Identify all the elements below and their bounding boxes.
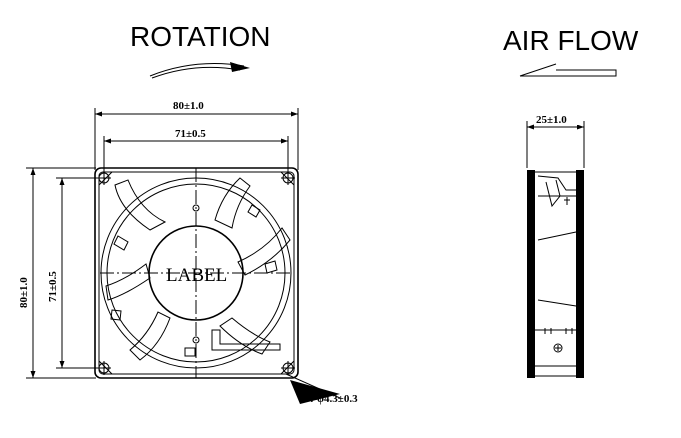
hole-diameter-callout: 4-φ4.3±0.3 (285, 373, 358, 405)
air-flow-heading: AIR FLOW (503, 25, 639, 56)
rotation-arrow-icon (149, 62, 250, 79)
mounting-hole-icon (97, 171, 295, 375)
hole-spacing-width-label: 71±0.5 (175, 128, 206, 140)
hole-spacing-height-label: 71±0.5 (47, 271, 59, 302)
fan-front-view: LABEL (94, 167, 299, 379)
width-dimension-80: 80±1.0 (94, 99, 299, 170)
hub-label: LABEL (166, 265, 227, 286)
height-dimension-71: 71±0.5 (47, 177, 104, 369)
hole-diameter-label: 4-φ4.3±0.3 (308, 393, 358, 405)
depth-label: 25±1.0 (536, 114, 567, 126)
fan-side-view (527, 170, 584, 378)
height-dimension-80: 80±1.0 (18, 167, 96, 379)
overall-width-label: 80±1.0 (173, 100, 204, 112)
rotation-heading: ROTATION (130, 21, 271, 52)
overall-height-label: 80±1.0 (18, 277, 30, 308)
width-dimension-71: 71±0.5 (103, 127, 289, 172)
depth-dimension-25: 25±1.0 (526, 113, 585, 168)
air-flow-arrow-icon (519, 63, 617, 77)
fan-blades (105, 177, 291, 361)
